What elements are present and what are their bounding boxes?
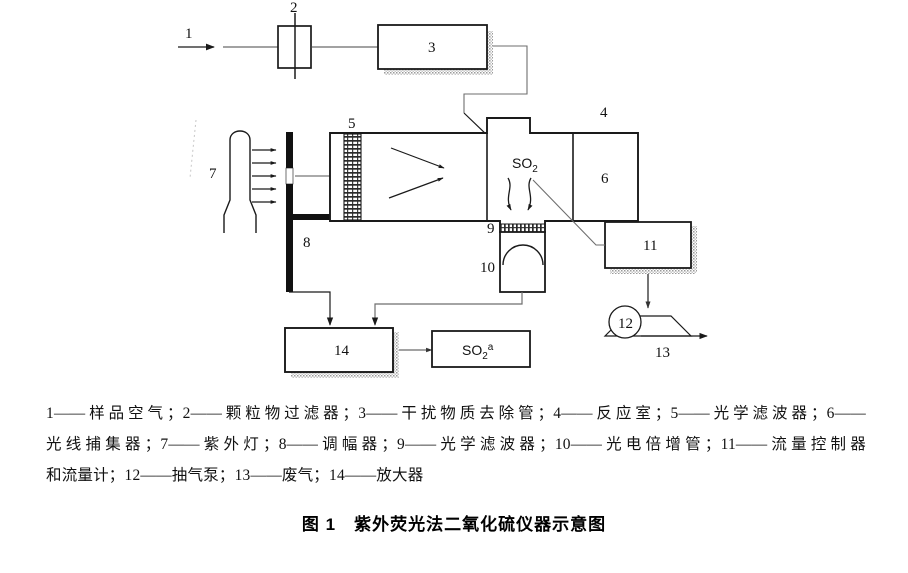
- label-11: 11: [643, 238, 657, 254]
- optical-filter-9: [499, 223, 546, 233]
- label-3: 3: [428, 40, 436, 56]
- legend-line-1: 1——样品空气；2——颗粒物过滤器；3——干扰物质去除管；4——反应室；5——光…: [46, 405, 866, 422]
- schematic-diagram: 1 2 3 7: [178, 0, 708, 378]
- label-12: 12: [618, 316, 633, 332]
- chopper-vertical-bar: [286, 132, 293, 292]
- figure-caption: 图 1 紫外荧光法二氧化硫仪器示意图: [301, 515, 607, 534]
- label-2: 2: [290, 0, 298, 16]
- label-13: 13: [655, 345, 670, 361]
- pump-circle: [608, 305, 642, 339]
- wire-chopper-to-amplifier: [289, 291, 334, 326]
- legend-line-2: 光线捕集器；7——紫外灯；8——调幅器；9——光学滤波器；10——光电倍增管；1…: [46, 436, 866, 453]
- label-1: 1: [185, 26, 193, 42]
- label-6: 6: [601, 171, 609, 187]
- chopper-horizontal-arm: [293, 214, 336, 220]
- uv-lamp-emission-arrows: [252, 148, 277, 204]
- pipe-scrubber-to-chamber: [463, 45, 528, 113]
- scrubber-box-shadow-bottom: [384, 69, 492, 75]
- amplifier-box: [284, 327, 394, 373]
- scrubber-box-shadow-right: [487, 31, 493, 75]
- legend-line-3: 和流量计；12——抽气泵；13——废气；14——放大器: [46, 467, 424, 484]
- label-4: 4: [600, 105, 608, 121]
- label-10: 10: [480, 260, 495, 276]
- label-14: 14: [334, 343, 350, 359]
- figure-legend: 1——样品空气；2——颗粒物过滤器；3——干扰物质去除管；4——反应室；5——光…: [46, 398, 866, 491]
- so2-readout-box: [431, 330, 531, 368]
- so2-readout-label: SO2a: [462, 342, 494, 362]
- reaction-chamber-outline: [329, 117, 639, 233]
- flow-controller-box: [604, 221, 692, 269]
- fluorescence-wavy-arrows: [506, 177, 533, 211]
- flow-controller-shadow-bottom2: [610, 268, 696, 274]
- amplifier-shadow-bottom: [291, 372, 399, 378]
- uv-lamp-tube: [223, 130, 257, 233]
- chamber-beam-arrows: [388, 147, 445, 199]
- label-8: 8: [303, 235, 311, 251]
- label-5: 5: [348, 116, 356, 132]
- uv-lamp-sparkle-icon: [189, 119, 197, 179]
- so2-chamber-label: SO2: [512, 155, 538, 175]
- photomultiplier-dome: [502, 244, 544, 266]
- optical-filter-5: [343, 133, 362, 221]
- interference-scrubber-box: [377, 24, 488, 70]
- leader-chamber-to-flow-controller: [532, 179, 605, 246]
- photomultiplier-box: [499, 231, 546, 293]
- schematic-svg: 1 2 3 7: [178, 0, 708, 378]
- flow-controller-shadow-right: [691, 226, 697, 272]
- label-9: 9: [487, 221, 495, 237]
- wire-pmt-to-amplifier: [371, 292, 523, 326]
- amplifier-shadow-right: [393, 332, 399, 378]
- label-7: 7: [209, 166, 217, 182]
- chopper-slit: [285, 167, 294, 185]
